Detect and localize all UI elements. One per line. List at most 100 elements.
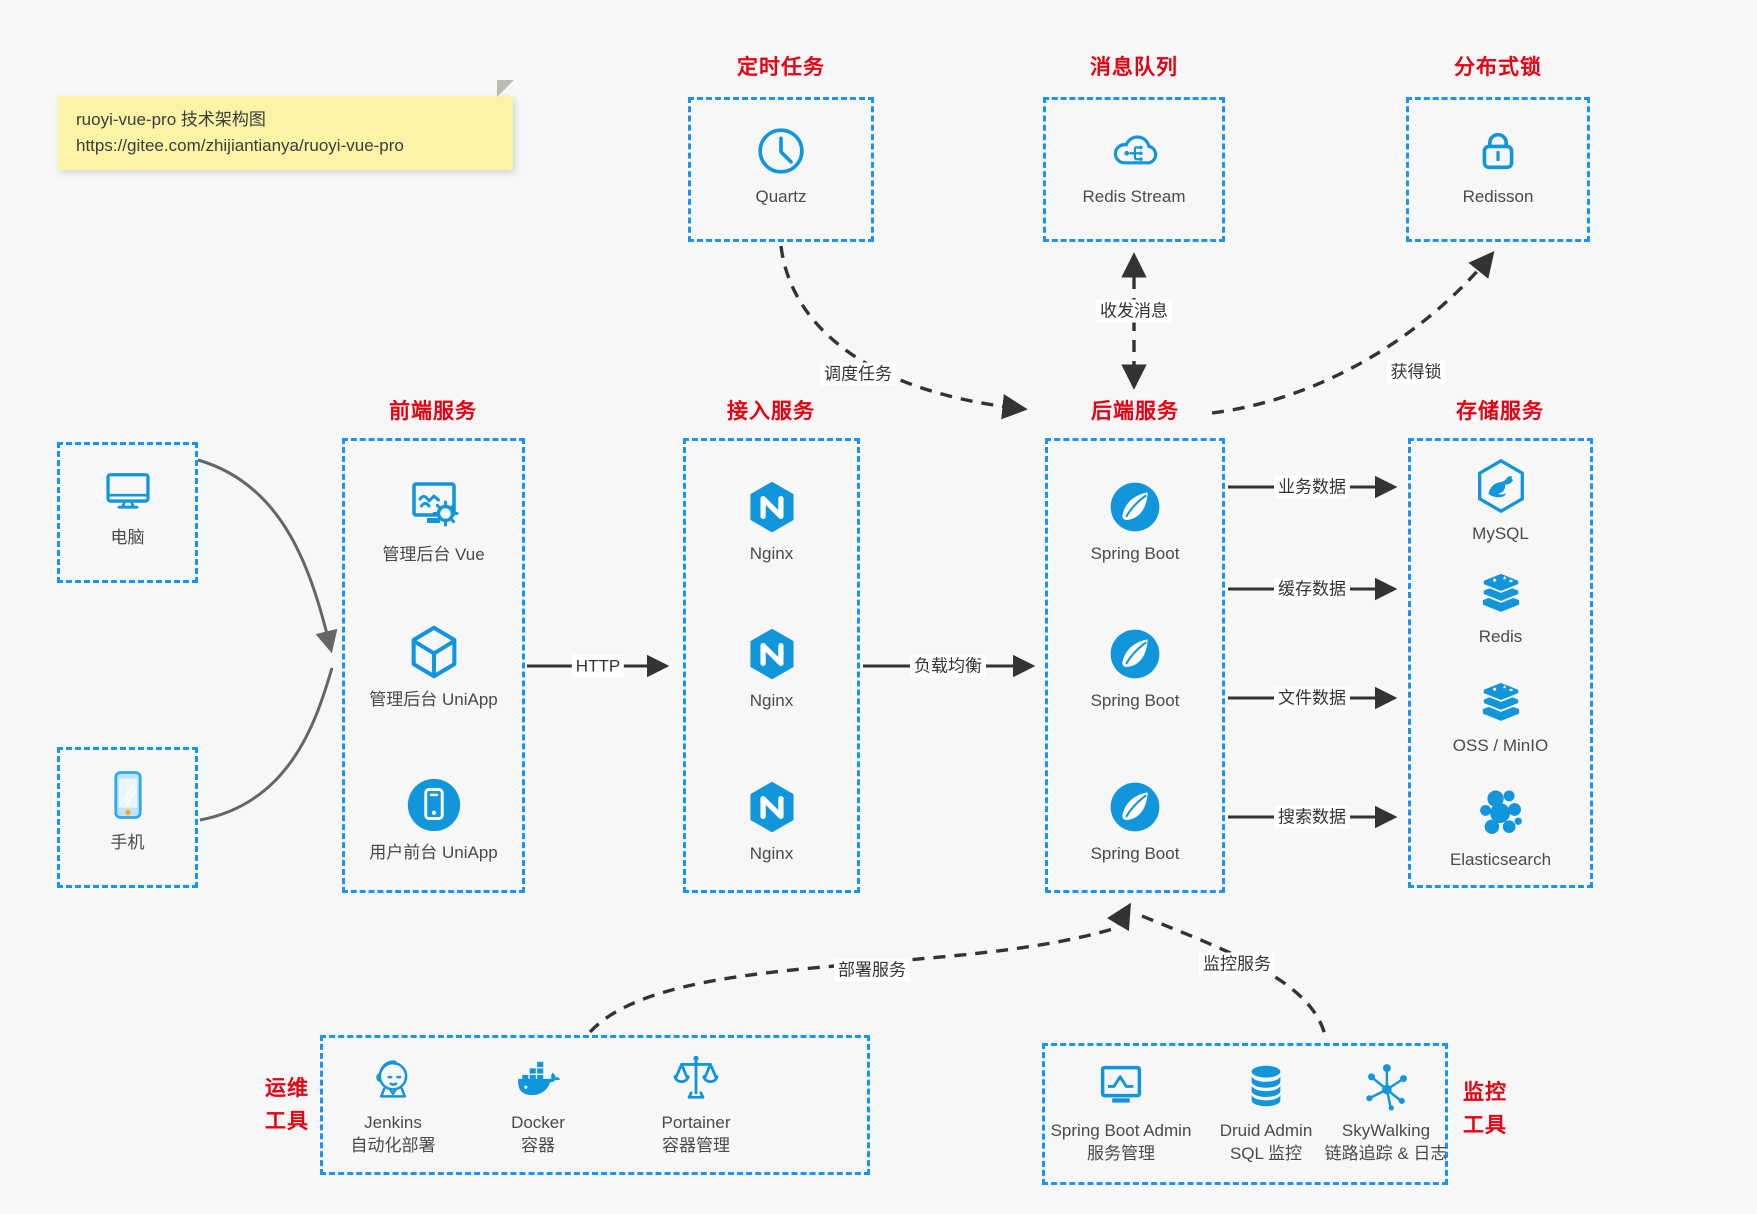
edge-label-schedule: 调度任务	[820, 362, 896, 386]
node-quartz: Quartz	[691, 122, 871, 208]
edge-acquire-lock	[1211, 251, 1495, 415]
node-label: Nginx	[749, 544, 794, 563]
sba-icon	[1100, 1065, 1142, 1103]
node-label: Docker	[511, 1113, 565, 1132]
node-docker: Docker 容器	[453, 1050, 623, 1157]
node-desc: SQL 监控	[1229, 1144, 1303, 1163]
group-title-dlock: 分布式锁	[1454, 56, 1542, 79]
node-label: Spring Boot	[1090, 691, 1180, 710]
jenkins-icon	[376, 1060, 408, 1098]
box-gateway: Nginx Nginx Nginx	[683, 438, 860, 893]
node-desc: 容器	[521, 1136, 555, 1155]
node-label: OSS / MinIO	[1452, 736, 1549, 755]
edge-schedule	[779, 245, 1028, 420]
edge-computer-frontend	[197, 458, 338, 654]
skywalking-icon	[1366, 1064, 1407, 1111]
edge-label-messaging: 收发消息	[1096, 299, 1172, 323]
nginx-icon	[749, 628, 794, 680]
node-redis: Redis	[1411, 562, 1590, 648]
portainer-icon	[673, 1055, 719, 1099]
cloud-stream-icon	[1113, 135, 1158, 165]
spring-boot-icon	[1110, 482, 1160, 532]
node-desc: 服务管理	[1087, 1144, 1155, 1163]
elasticsearch-icon	[1479, 790, 1522, 834]
node-label: Spring Boot Admin	[1050, 1121, 1192, 1140]
node-label: 电脑	[110, 528, 145, 547]
node-user-uniapp: 用户前台 UniApp	[345, 774, 522, 864]
group-title-frontend: 前端服务	[389, 400, 477, 423]
node-spring-3: Spring Boot	[1048, 777, 1222, 865]
node-label: Elasticsearch	[1449, 850, 1552, 869]
node-elasticsearch: Elasticsearch	[1411, 785, 1590, 871]
edge-label-deploy: 部署服务	[834, 958, 910, 982]
user-app-icon	[407, 778, 460, 832]
node-spring-2: Spring Boot	[1048, 624, 1222, 712]
node-nginx-1: Nginx	[686, 477, 857, 565]
box-dlock: Redisson	[1406, 97, 1590, 242]
node-desc: 容器管理	[662, 1136, 730, 1155]
edge-monitor	[1141, 914, 1328, 1041]
node-phone: 手机	[60, 764, 195, 854]
node-label: 用户前台 UniApp	[369, 843, 498, 862]
group-title-storage: 存储服务	[1456, 400, 1544, 423]
node-label: Spring Boot	[1090, 844, 1180, 863]
node-label: Nginx	[749, 844, 794, 863]
docker-icon	[517, 1061, 561, 1096]
node-label: 手机	[110, 833, 145, 852]
node-nginx-3: Nginx	[686, 777, 857, 865]
node-nginx-2: Nginx	[686, 624, 857, 712]
node-label: Druid Admin	[1219, 1121, 1313, 1140]
node-label: Jenkins	[364, 1113, 422, 1132]
edge-label-acquire-lock: 获得锁	[1386, 360, 1446, 384]
node-label: Redis Stream	[1082, 187, 1186, 206]
phone-icon	[113, 771, 142, 819]
group-title-backend: 后端服务	[1091, 400, 1179, 423]
group-title-scheduled: 定时任务	[737, 56, 825, 79]
edge-phone-frontend	[199, 667, 334, 822]
node-druid: Druid Admin SQL 监控	[1178, 1058, 1354, 1165]
node-label: Spring Boot	[1090, 544, 1180, 563]
computer-icon	[105, 473, 150, 509]
clock-icon	[758, 128, 804, 174]
group-title-mq: 消息队列	[1090, 56, 1178, 79]
group-title-monitoring: 监控 工具	[1463, 1081, 1507, 1137]
group-title-devops: 运维 工具	[265, 1077, 309, 1133]
node-desc: 链路追踪 & 日志	[1324, 1144, 1448, 1163]
box-devops: Jenkins 自动化部署 Docker 容器	[320, 1035, 870, 1175]
node-spring-1: Spring Boot	[1048, 477, 1222, 565]
node-skywalking: SkyWalking 链路追踪 & 日志	[1298, 1058, 1474, 1165]
node-admin-vue: 管理后台 Vue	[345, 474, 522, 566]
spring-boot-icon	[1110, 629, 1160, 679]
edge-label-http: HTTP	[571, 654, 625, 678]
node-label: Redis	[1478, 627, 1523, 646]
node-label: MySQL	[1472, 524, 1529, 543]
note-fold-corner	[497, 80, 514, 97]
admin-vue-icon	[411, 482, 458, 527]
node-redis-stream: Redis Stream	[1046, 122, 1222, 208]
node-mysql: MySQL	[1411, 455, 1590, 545]
edge-label-business-data: 业务数据	[1274, 475, 1350, 499]
nginx-icon	[749, 481, 794, 533]
edge-label-search-data: 搜索数据	[1274, 805, 1350, 829]
note-url: https://gitee.com/zhijiantianya/ruoyi-vu…	[76, 136, 404, 155]
box-phone: 手机	[57, 747, 198, 888]
box-scheduled: Quartz	[688, 97, 874, 242]
box-frontend: 管理后台 Vue 管理后台 UniApp 用户前台 UniApp	[342, 438, 525, 893]
node-computer: 电脑	[60, 463, 195, 549]
layer-stack-icon	[1481, 571, 1520, 612]
edge-label-load-balance: 负载均衡	[910, 654, 986, 678]
node-jenkins: Jenkins 自动化部署	[308, 1050, 478, 1157]
uniapp-cube-icon	[411, 625, 456, 679]
node-label: Quartz	[755, 187, 807, 206]
box-mq: Redis Stream	[1043, 97, 1225, 242]
node-label: Redisson	[1462, 187, 1534, 206]
node-admin-uniapp: 管理后台 UniApp	[345, 621, 522, 711]
node-desc: 自动化部署	[350, 1136, 436, 1155]
mysql-icon	[1477, 458, 1524, 514]
edge-label-cache-data: 缓存数据	[1274, 577, 1350, 601]
node-label: 管理后台 UniApp	[369, 690, 498, 709]
spring-boot-icon	[1110, 782, 1160, 832]
node-label: Nginx	[749, 691, 794, 710]
node-sba: Spring Boot Admin 服务管理	[1033, 1058, 1209, 1165]
